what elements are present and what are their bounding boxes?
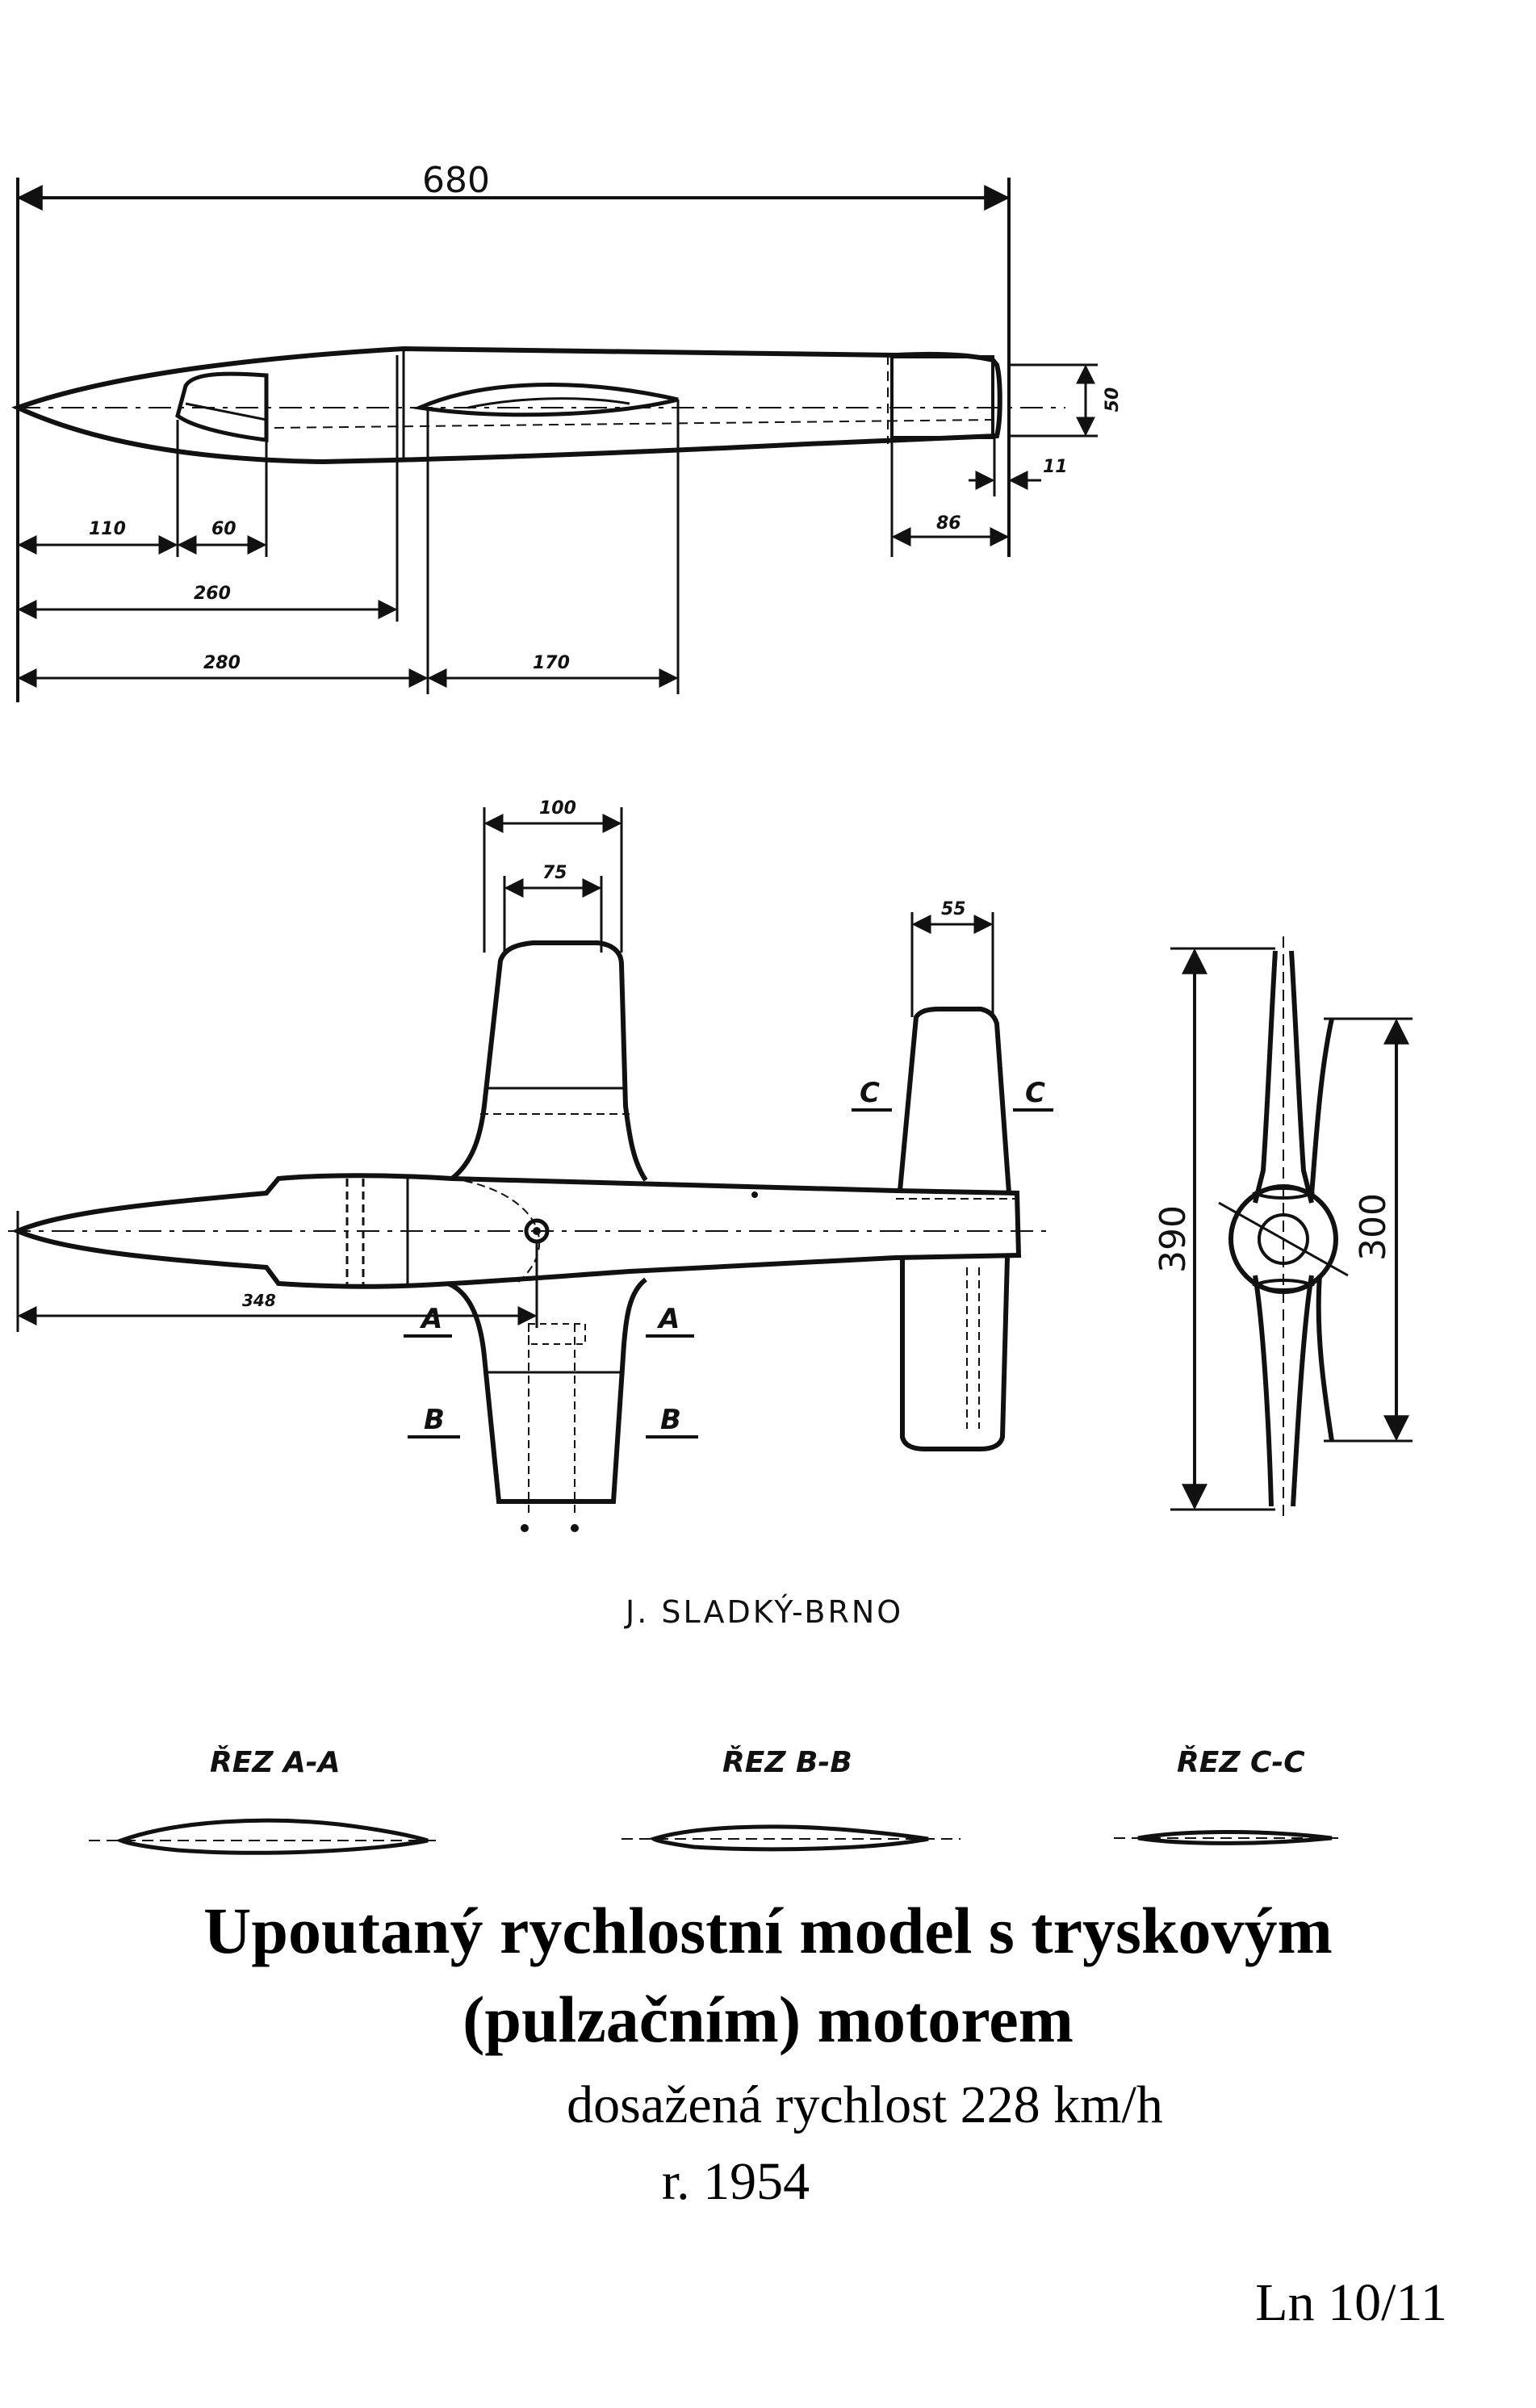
section-mark-a: A A [404,1303,694,1338]
dim-stab-span: 300 [1353,1193,1394,1261]
airfoil-c [1137,1830,1333,1845]
title-line-2: (pulzačním) motorem [462,1983,1074,2056]
section-label-a: ŘEZ A-A [210,1745,341,1779]
canopy [412,383,679,417]
lower-wing [446,1277,647,1504]
dim-nose-to-intake: 110 [89,519,126,539]
dim-overall-length: 680 [422,160,490,201]
dim-nose-to-canopy: 280 [203,653,241,673]
airfoil-a [115,1818,429,1855]
svg-text:B: B [660,1404,681,1436]
reference-number: Ln 10/11 [1255,2273,1447,2332]
drawing-author: J. SLADKÝ-BRNO [624,1594,903,1630]
front-wing [1253,950,1314,1507]
airfoil-sections: ŘEZ A-A ŘEZ B-B ŘEZ C-C [89,1745,1340,1855]
fuselage-plan-outline [11,1173,1022,1289]
section-mark-c: C C [852,1077,1053,1112]
side-view: 680 50 11 86 110 [11,160,1123,702]
lower-stabilizer [900,1257,1010,1451]
front-view: 390 300 [1153,936,1413,1522]
upper-wing [450,940,648,1182]
svg-text:A: A [656,1303,680,1335]
upper-stabilizer [898,1007,1011,1194]
section-mark-b: B B [408,1404,698,1439]
year: r. 1954 [661,2152,810,2211]
plan-view: 100 75 55 348 A A B B C C [8,798,1053,1532]
svg-text:C: C [860,1077,880,1109]
dim-tail-offset: 11 [1043,457,1068,477]
dim-wing-span: 390 [1153,1205,1194,1273]
dim-canopy-length: 170 [533,653,570,673]
svg-text:C: C [1025,1077,1045,1109]
dim-stab-chord: 55 [941,899,966,919]
airfoil-b [648,1824,929,1852]
fuselage-side-outline [11,345,1002,465]
dim-nose-to-cg: 348 [242,1291,276,1310]
section-label-c: ŘEZ C-C [1177,1745,1305,1779]
dim-tail-section: 86 [936,513,961,534]
title-line-1: Upoutaný rychlostní model s tryskovým [203,1894,1333,1967]
dim-intake-width: 60 [211,519,236,539]
subtitle: dosažená rychlost 228 km/h [567,2075,1163,2134]
dim-wing-root-chord: 100 [539,798,576,819]
svg-text:B: B [424,1404,445,1436]
dim-wing-tip-chord: 75 [542,863,567,883]
dim-nose-to-joint: 260 [194,584,231,604]
front-stabilizer [1309,1018,1334,1442]
section-label-b: ŘEZ B-B [722,1745,852,1779]
dim-height: 50 [1103,387,1123,413]
svg-text:A: A [419,1303,442,1335]
